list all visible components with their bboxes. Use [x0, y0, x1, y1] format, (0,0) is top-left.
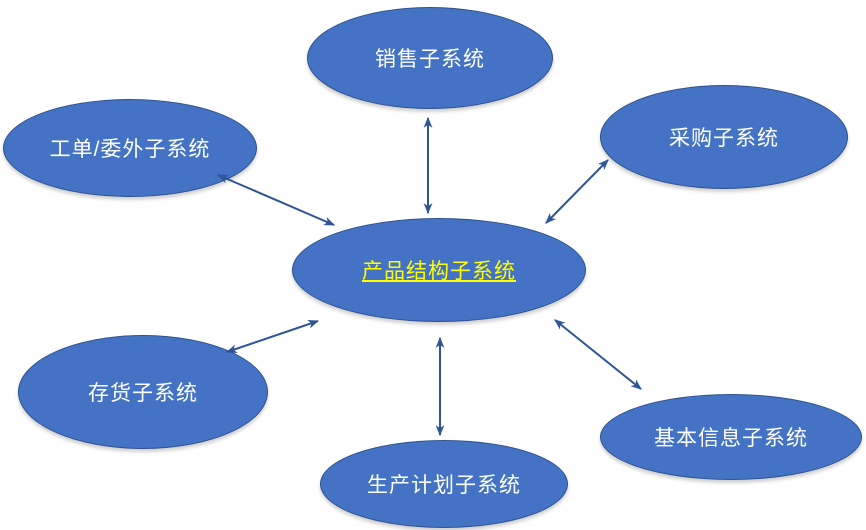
node-product-structure: 产品结构子系统: [292, 218, 586, 322]
node-purchasing: 采购子系统: [600, 85, 848, 189]
connector-center-purchasing: [545, 159, 609, 224]
node-sales: 销售子系统: [307, 7, 553, 109]
node-workorder-outsource-label: 工单/委外子系统: [49, 138, 211, 161]
connector-center-inventory: [225, 320, 320, 353]
node-production-planning: 生产计划子系统: [320, 440, 568, 528]
node-inventory-label: 存货子系统: [88, 382, 198, 405]
node-workorder-outsource: 工单/委外子系统: [3, 99, 257, 197]
node-basic-information: 基本信息子系统: [600, 394, 862, 480]
node-purchasing-label: 采购子系统: [669, 127, 779, 150]
node-inventory: 存货子系统: [18, 335, 268, 449]
connector-center-basicinfo: [554, 319, 642, 390]
node-production-planning-label: 生产计划子系统: [367, 474, 521, 497]
node-sales-label: 销售子系统: [375, 48, 485, 71]
node-product-structure-label: 产品结构子系统: [362, 260, 516, 283]
node-basic-information-label: 基本信息子系统: [654, 427, 808, 450]
connector-center-workorder: [216, 174, 336, 226]
